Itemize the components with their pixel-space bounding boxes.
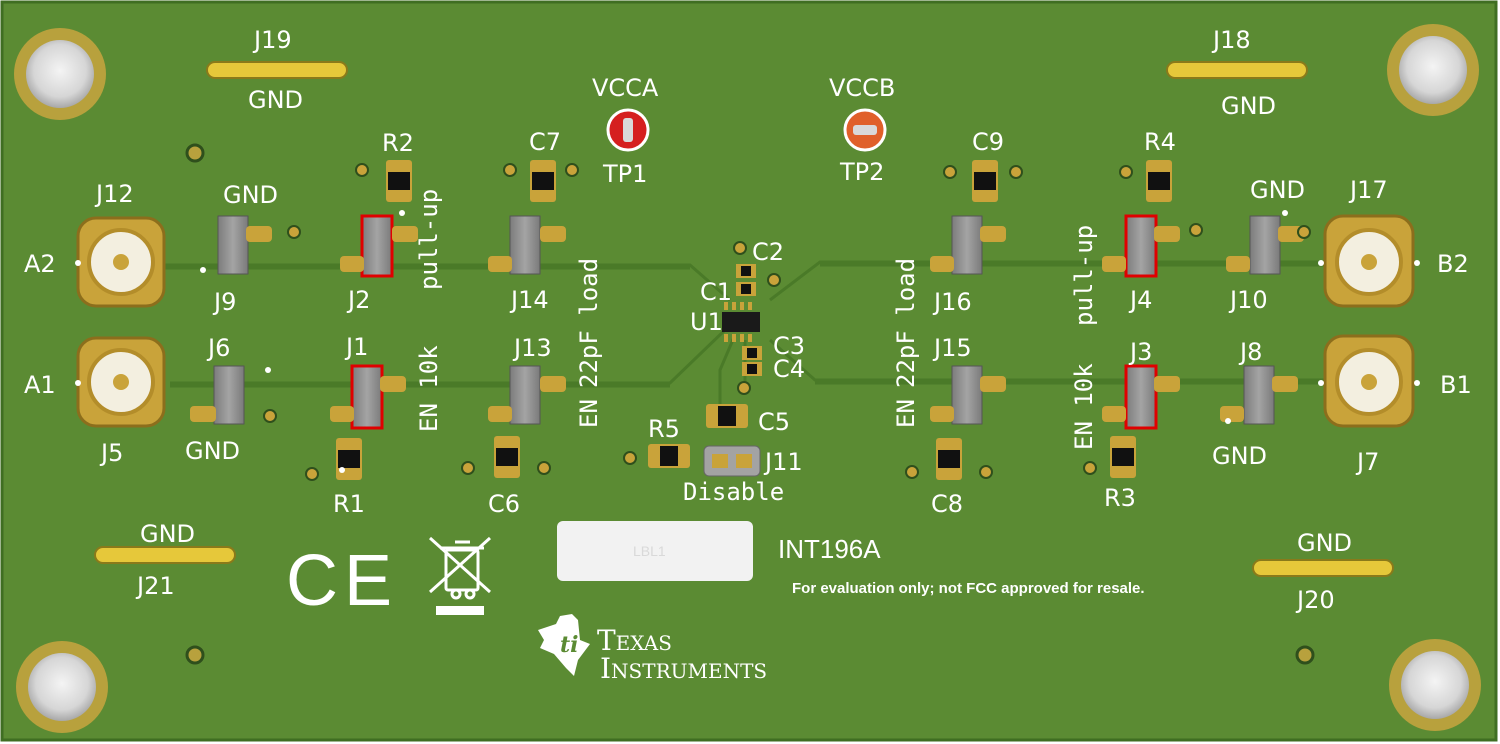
smd-parts xyxy=(336,160,1172,480)
label-en-left: EN xyxy=(575,399,603,428)
label-en-right: EN xyxy=(892,399,920,428)
label-lbl1: LBL1 xyxy=(633,543,666,559)
via-pads xyxy=(263,163,1311,481)
ti-logo-icon: ti xyxy=(538,614,590,676)
label-j10: J10 xyxy=(1228,286,1268,314)
label-c8: C8 xyxy=(931,490,963,518)
label-gnd-j10: GND xyxy=(1250,176,1305,204)
label-en10k-right: EN 10k xyxy=(1070,363,1098,450)
silkscreen: J19 GND J18 GND GND J21 GND J20 VCCA TP1… xyxy=(24,26,1472,614)
label-r1: R1 xyxy=(333,490,365,518)
label-j17: J17 xyxy=(1348,176,1388,204)
label-j11: J11 xyxy=(763,448,803,476)
vias xyxy=(185,143,1315,665)
label-gnd-j20: GND xyxy=(1297,529,1352,557)
test-points xyxy=(606,108,887,152)
label-j9: J9 xyxy=(212,288,236,316)
svg-text:CE: CE xyxy=(286,541,398,621)
label-gnd-j6: GND xyxy=(185,437,240,465)
headers xyxy=(190,214,1304,477)
label-j7: J7 xyxy=(1355,448,1379,476)
label-part-number: INT196A xyxy=(778,534,881,564)
label-area: LBL1 INT196A For evaluation only; not FC… xyxy=(557,521,1145,597)
label-j12: J12 xyxy=(94,180,134,208)
label-r3: R3 xyxy=(1104,484,1136,512)
ti-brand-top: Texas xyxy=(597,624,672,657)
j19-bar xyxy=(206,61,348,79)
ce-mark: CE xyxy=(286,541,398,621)
label-gnd-j9: GND xyxy=(223,181,278,209)
label-j5: J5 xyxy=(99,439,123,467)
label-c5: C5 xyxy=(758,408,790,436)
sma-j5 xyxy=(76,336,166,428)
label-j21: J21 xyxy=(135,572,175,600)
j18-bar xyxy=(1166,61,1308,79)
label-c3: C3 xyxy=(773,332,805,360)
label-a2: A2 xyxy=(24,250,56,278)
label-j16: J16 xyxy=(932,288,972,316)
label-disable: Disable xyxy=(683,478,784,506)
label-j3: J3 xyxy=(1128,338,1152,366)
label-c4: C4 xyxy=(773,355,805,383)
label-j18: J18 xyxy=(1211,26,1251,54)
label-c9: C9 xyxy=(972,128,1004,156)
label-j6: J6 xyxy=(206,334,230,362)
label-vccb: VCCB xyxy=(829,74,895,102)
sma-j17 xyxy=(1323,214,1415,308)
label-j15: J15 xyxy=(932,334,972,362)
label-22pf-right: 22pF load xyxy=(892,258,920,388)
weee-bin-icon xyxy=(428,536,492,615)
label-a1: A1 xyxy=(24,371,56,399)
svg-text:ti: ti xyxy=(560,632,579,658)
label-c1: C1 xyxy=(700,278,732,306)
label-gnd-j19: GND xyxy=(248,86,303,114)
label-j13: J13 xyxy=(512,334,552,362)
label-pull-up-right: pull-up xyxy=(1070,225,1098,326)
label-j1: J1 xyxy=(344,333,368,361)
ti-brand-bottom: Instruments xyxy=(600,652,767,685)
pin-markers xyxy=(75,210,1420,473)
label-b2: B2 xyxy=(1437,250,1469,278)
label-c2: C2 xyxy=(752,238,784,266)
gnd-bars xyxy=(94,61,1394,577)
label-u1: U1 xyxy=(690,308,723,336)
label-j20: J20 xyxy=(1295,586,1335,614)
label-c7: C7 xyxy=(529,128,561,156)
j21-bar xyxy=(94,546,236,564)
label-j14: J14 xyxy=(509,286,549,314)
label-gnd-j21: GND xyxy=(140,520,195,548)
label-tp1: TP1 xyxy=(602,160,647,188)
label-22pf-left: 22pF load xyxy=(575,258,603,388)
label-b1: B1 xyxy=(1440,371,1472,399)
label-vcca: VCCA xyxy=(592,74,659,102)
label-r5: R5 xyxy=(648,415,680,443)
label-r2: R2 xyxy=(382,129,414,157)
label-c6: C6 xyxy=(488,490,520,518)
label-gnd-j18: GND xyxy=(1221,92,1276,120)
sma-j12 xyxy=(76,216,166,308)
j20-bar xyxy=(1252,559,1394,577)
label-r4: R4 xyxy=(1144,128,1176,156)
label-j19: J19 xyxy=(252,26,292,54)
label-disclaimer: For evaluation only; not FCC approved fo… xyxy=(792,580,1145,597)
label-tp2: TP2 xyxy=(839,158,884,186)
label-gnd-j8: GND xyxy=(1212,442,1267,470)
sma-connectors xyxy=(76,214,1415,428)
label-j2: J2 xyxy=(346,286,370,314)
label-en10k-left: EN 10k xyxy=(415,345,443,432)
mounting-holes xyxy=(14,24,1481,733)
label-pull-up-left: pull-up xyxy=(415,189,443,290)
sma-j7 xyxy=(1323,334,1415,428)
label-j8: J8 xyxy=(1238,338,1262,366)
label-j4: J4 xyxy=(1128,286,1152,314)
